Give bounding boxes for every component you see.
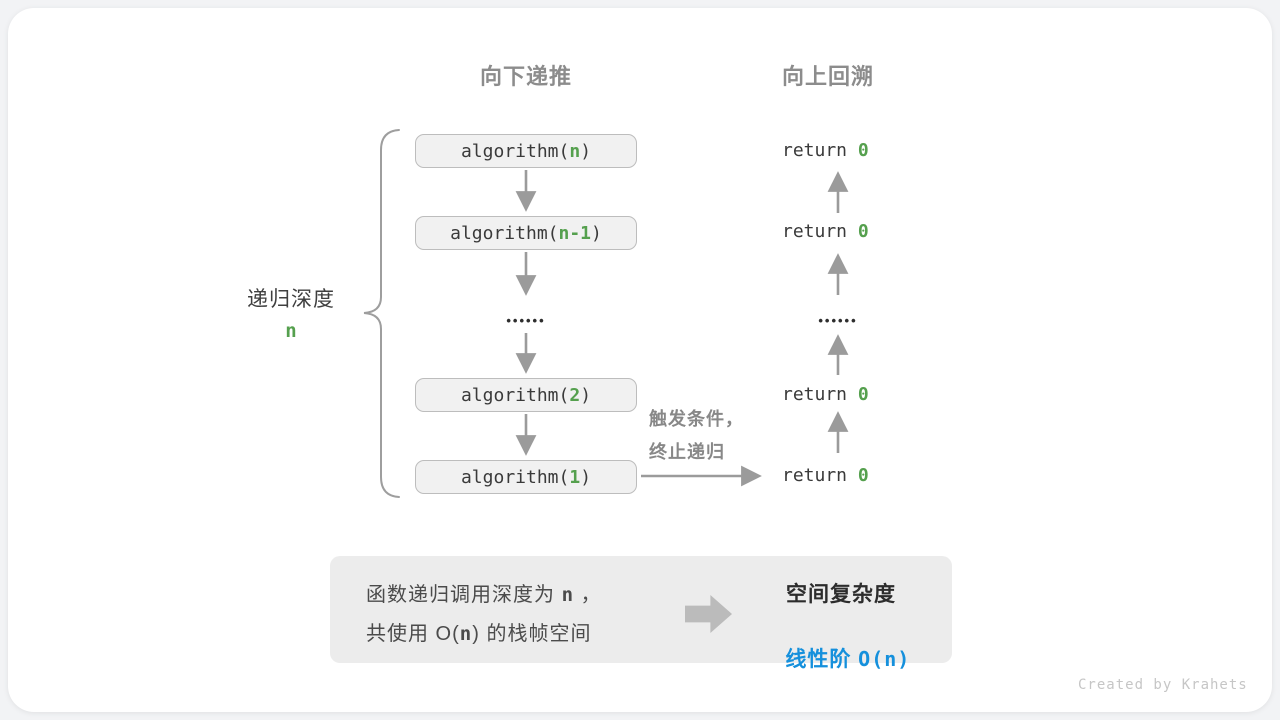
return-statement-1: return 0 [782, 138, 902, 162]
complexity-order-label: 线性阶 [785, 648, 859, 671]
header-downward-recursion: 向下递推 [479, 64, 572, 89]
summary-var-n: n [561, 584, 575, 606]
space-complexity-title: 空间复杂度 [786, 583, 896, 606]
return-text: return 0 [782, 464, 869, 486]
stack-ellipsis: •••••• [506, 313, 546, 328]
call-box-n: algorithm(n) [415, 134, 637, 168]
summary-text: 共使用 O( [366, 623, 460, 645]
recursion-depth-label: 递归深度 [247, 288, 335, 311]
summary-left-line2: 共使用 O(n) 的栈帧空间 [366, 617, 591, 646]
return-statement-2: return 0 [782, 219, 902, 243]
return-ellipsis: •••••• [818, 313, 858, 328]
return-text: return 0 [782, 383, 869, 405]
return-statement-3: return 0 [782, 382, 902, 406]
summary-var-n: n [459, 623, 473, 645]
call-box-1: algorithm(1) [415, 460, 637, 494]
watermark-credit: Created by Krahets [1078, 677, 1248, 693]
recursion-depth-value: n [285, 320, 297, 342]
summary-text: 函数递归调用深度为 [366, 584, 562, 606]
return-text: return 0 [782, 220, 869, 242]
summary-text: ， [574, 584, 602, 606]
call-text: algorithm(n-1) [450, 222, 602, 244]
summary-text: ) 的栈帧空间 [472, 623, 592, 645]
complexity-notation: O(n) [858, 647, 911, 671]
call-text: algorithm(2) [460, 384, 592, 406]
termination-note-line2: 终止递归 [649, 442, 725, 462]
call-text: algorithm(n) [460, 140, 592, 162]
call-box-n-1: algorithm(n-1) [415, 216, 637, 250]
header-upward-backtracking: 向上回溯 [781, 64, 874, 89]
return-text: return 0 [782, 139, 869, 161]
summary-panel [330, 556, 952, 663]
call-box-2: algorithm(2) [415, 378, 637, 412]
space-complexity-value: 线性阶 O(n) [741, 619, 941, 673]
return-statement-4: return 0 [782, 463, 902, 487]
termination-note-line1: 触发条件， [649, 409, 744, 429]
summary-left-line1: 函数递归调用深度为 n ， [366, 578, 602, 607]
call-text: algorithm(1) [460, 466, 592, 488]
